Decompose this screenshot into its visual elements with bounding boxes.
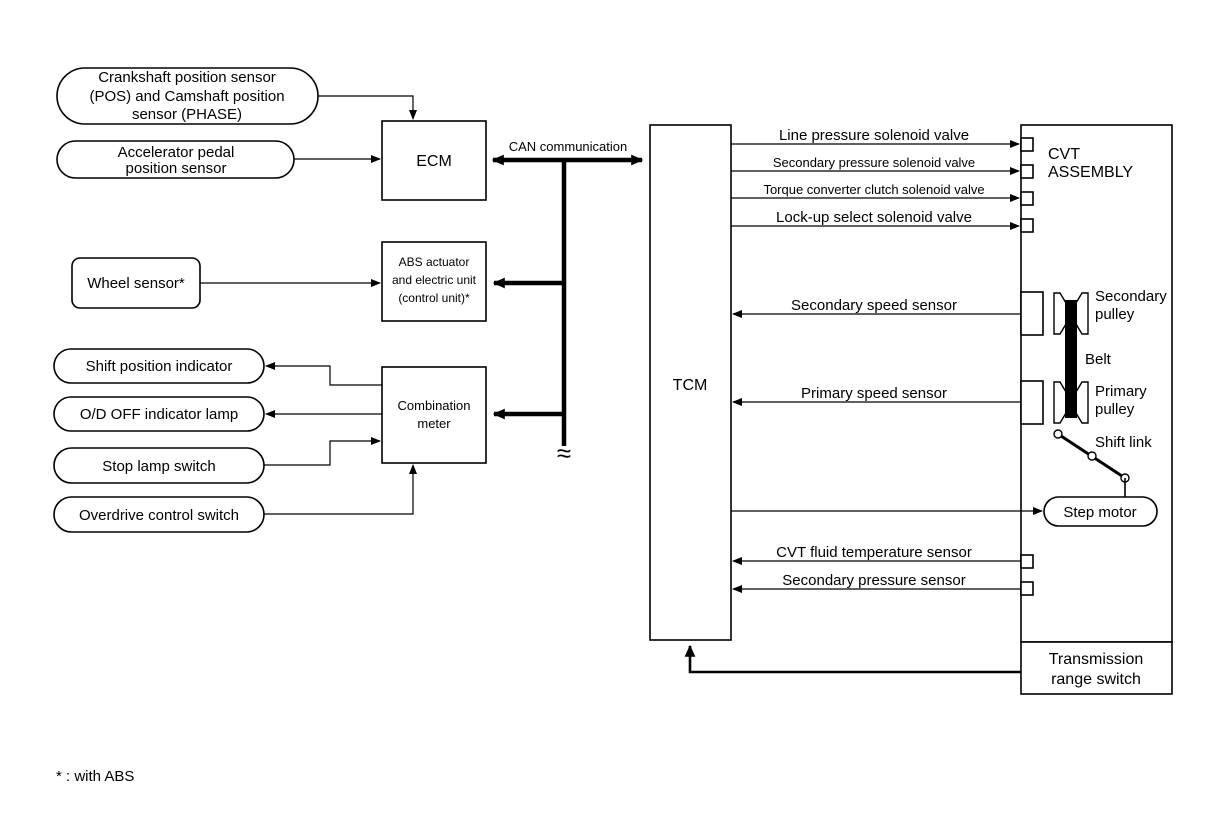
combination-meter: Combination meter (381, 366, 487, 464)
crankshaft-camshaft-sensor: Crankshaft position sensor (POS) and Cam… (56, 67, 319, 125)
abs-label-3: (control unit)* (398, 291, 470, 305)
step-motor-label: Step motor (1063, 504, 1136, 521)
secondary-pressure-sensor-connector (1020, 581, 1034, 596)
footnote: * : with ABS (56, 768, 134, 785)
shift-position-indicator: Shift position indicator (53, 348, 265, 384)
transmission-range-switch: Transmission range switch (1020, 641, 1173, 695)
cvt-assembly: CVT ASSEMBLY (1020, 124, 1173, 643)
can-communication-label: CAN communication (509, 139, 628, 154)
shift-link-label: Shift link (1095, 434, 1152, 451)
belt (1065, 300, 1077, 418)
step-motor: Step motor (1043, 496, 1158, 527)
cvt-assembly-label-2: ASSEMBLY (1048, 164, 1133, 181)
primary-speed-sensor-block (1020, 380, 1044, 425)
crankshaft-to-ecm-line (318, 95, 417, 120)
cvt-fluid-temp-connector (1020, 554, 1034, 569)
secondary-pulley-label-2: pulley (1095, 306, 1135, 323)
secondary-pressure-valve-connector (1020, 164, 1034, 179)
stop-lamp-to-meter-line (264, 437, 381, 466)
lockup-connector (1020, 218, 1034, 233)
secondary-speed-label: Secondary speed sensor (791, 297, 957, 314)
crankshaft-label-2: (POS) and Camshaft position (89, 88, 284, 105)
cvt-assembly-label-1: CVT (1048, 146, 1080, 163)
belt-label: Belt (1085, 351, 1112, 368)
secondary-pressure-valve-label: Secondary pressure solenoid valve (773, 155, 975, 170)
meter-to-shift-indicator-line (265, 362, 382, 386)
range-switch-to-tcm-line (684, 644, 1021, 674)
combination-label-1: Combination (398, 398, 471, 413)
stop-lamp-label: Stop lamp switch (102, 458, 215, 475)
primary-speed-label: Primary speed sensor (801, 385, 947, 402)
crankshaft-label-3: sensor (PHASE) (132, 106, 242, 123)
accelerator-label-1: Accelerator pedal (118, 144, 235, 161)
range-switch-label-2: range switch (1051, 671, 1141, 688)
overdrive-control-switch: Overdrive control switch (53, 496, 265, 533)
secondary-speed-sensor-block (1020, 291, 1044, 336)
abs-label-2: and electric unit (392, 273, 477, 287)
lockup-label: Lock-up select solenoid valve (776, 209, 972, 226)
tcm-label: TCM (673, 377, 708, 394)
shift-link (1053, 429, 1130, 497)
abs-actuator-unit: ABS actuator and electric unit (control … (381, 241, 487, 322)
accelerator-pedal-sensor: Accelerator pedal position sensor (56, 140, 295, 179)
cvt-fluid-temp-label: CVT fluid temperature sensor (776, 544, 972, 561)
accelerator-label-2: position sensor (126, 160, 227, 177)
tcm-unit: TCM (649, 124, 732, 641)
wheel-sensor-label: Wheel sensor* (87, 275, 185, 292)
od-lamp-label: O/D OFF indicator lamp (80, 406, 238, 423)
stop-lamp-switch: Stop lamp switch (53, 447, 265, 484)
line-pressure-connector (1020, 137, 1034, 152)
range-switch-label-1: Transmission (1049, 651, 1144, 668)
primary-pulley-label-1: Primary (1095, 383, 1147, 400)
primary-pulley-label-2: pulley (1095, 401, 1135, 418)
od-off-indicator-lamp: O/D OFF indicator lamp (53, 396, 265, 432)
torque-converter-label: Torque converter clutch solenoid valve (763, 182, 984, 197)
line-pressure-label: Line pressure solenoid valve (779, 127, 969, 144)
overdrive-to-meter-line (264, 464, 417, 515)
shift-indicator-label: Shift position indicator (86, 358, 233, 375)
torque-converter-connector (1020, 191, 1034, 206)
crankshaft-label-1: Crankshaft position sensor (98, 69, 276, 86)
ecm-label: ECM (416, 153, 452, 170)
bus-break-symbol: ≈ (557, 438, 571, 468)
secondary-pressure-sensor-label: Secondary pressure sensor (782, 572, 965, 589)
ecm-unit: ECM (381, 120, 487, 201)
wheel-sensor: Wheel sensor* (71, 257, 201, 309)
combination-label-2: meter (417, 416, 451, 431)
abs-label-1: ABS actuator (399, 255, 470, 269)
secondary-pulley-label-1: Secondary (1095, 288, 1167, 305)
overdrive-label: Overdrive control switch (79, 507, 239, 524)
